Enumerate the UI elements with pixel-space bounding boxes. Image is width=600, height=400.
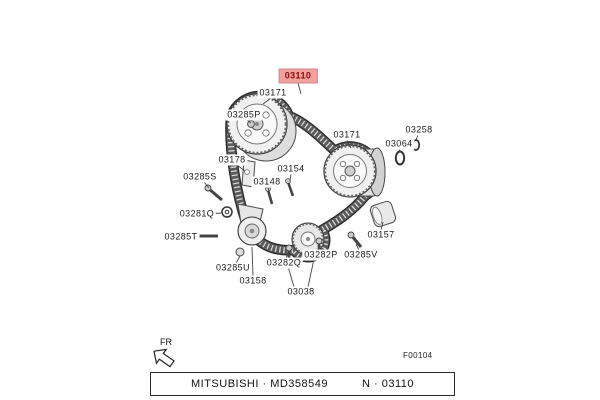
tensioner-pulley bbox=[237, 216, 267, 246]
leader-line bbox=[307, 258, 315, 288]
footer-bar: MITSUBISHI · MD358549 N · 03110 bbox=[150, 372, 455, 396]
pin-03154-icon bbox=[285, 178, 295, 197]
part-label-03154[interactable]: 03154 bbox=[275, 163, 307, 175]
part-label-03171-right[interactable]: 03171 bbox=[331, 129, 363, 141]
leader-line bbox=[355, 243, 360, 251]
leader-line bbox=[236, 164, 246, 172]
camshaft-sprocket-right bbox=[323, 144, 386, 198]
part-label-03285U[interactable]: 03285U bbox=[214, 262, 252, 274]
leader-line bbox=[246, 119, 252, 124]
washer-03281Q-icon bbox=[221, 206, 233, 218]
part-label-03171-left[interactable]: 03171 bbox=[257, 87, 289, 99]
part-label-03158[interactable]: 03158 bbox=[237, 275, 269, 287]
idler-roller bbox=[369, 200, 397, 228]
bolt-03285S-icon bbox=[204, 184, 223, 202]
part-label-03038[interactable]: 03038 bbox=[285, 286, 317, 298]
bolt-03285U-icon bbox=[235, 247, 245, 257]
leader-line bbox=[235, 255, 241, 264]
fr-label: FR bbox=[160, 337, 172, 347]
footer-diagram-number: N · 03110 bbox=[362, 378, 415, 390]
washer-ring-03064 bbox=[394, 150, 406, 166]
part-label-03064[interactable]: 03064 bbox=[383, 138, 415, 150]
front-arrow-icon bbox=[153, 348, 175, 368]
part-label-03178[interactable]: 03178 bbox=[216, 154, 248, 166]
part-label-03285V[interactable]: 03285V bbox=[342, 249, 380, 261]
leader-line bbox=[289, 173, 292, 182]
crankshaft-sprocket bbox=[291, 222, 325, 256]
leader-line bbox=[251, 246, 254, 277]
part-label-03282Q[interactable]: 03282Q bbox=[264, 257, 304, 269]
part-label-03110[interactable]: 03110 bbox=[278, 68, 318, 84]
part-label-03285S[interactable]: 03285S bbox=[181, 171, 219, 183]
front-direction-indicator: FR bbox=[150, 337, 184, 371]
part-label-03282P[interactable]: 03282P bbox=[302, 249, 340, 261]
part-label-03157[interactable]: 03157 bbox=[365, 229, 397, 241]
bolt-03285V-icon bbox=[347, 231, 363, 248]
leader-line bbox=[203, 181, 210, 189]
bolt-03285P-icon bbox=[247, 120, 255, 128]
leader-line bbox=[380, 221, 384, 231]
leader-line bbox=[415, 134, 419, 141]
leader-line bbox=[262, 97, 272, 105]
part-label-03285P[interactable]: 03285P bbox=[225, 109, 263, 121]
part-label-03258[interactable]: 03258 bbox=[403, 124, 435, 136]
leader-line bbox=[285, 251, 290, 259]
leader-line bbox=[318, 244, 321, 251]
figure-code: F00104 bbox=[403, 351, 433, 360]
leader-line bbox=[398, 148, 401, 153]
footer-brand-part: MITSUBISHI · MD358549 bbox=[190, 378, 329, 390]
leader-line bbox=[267, 186, 270, 193]
leader-line bbox=[346, 139, 352, 149]
part-label-03281Q[interactable]: 03281Q bbox=[177, 208, 217, 220]
part-label-03148[interactable]: 03148 bbox=[251, 176, 283, 188]
leader-line bbox=[297, 82, 302, 95]
part-label-03285T[interactable]: 03285T bbox=[162, 231, 200, 243]
